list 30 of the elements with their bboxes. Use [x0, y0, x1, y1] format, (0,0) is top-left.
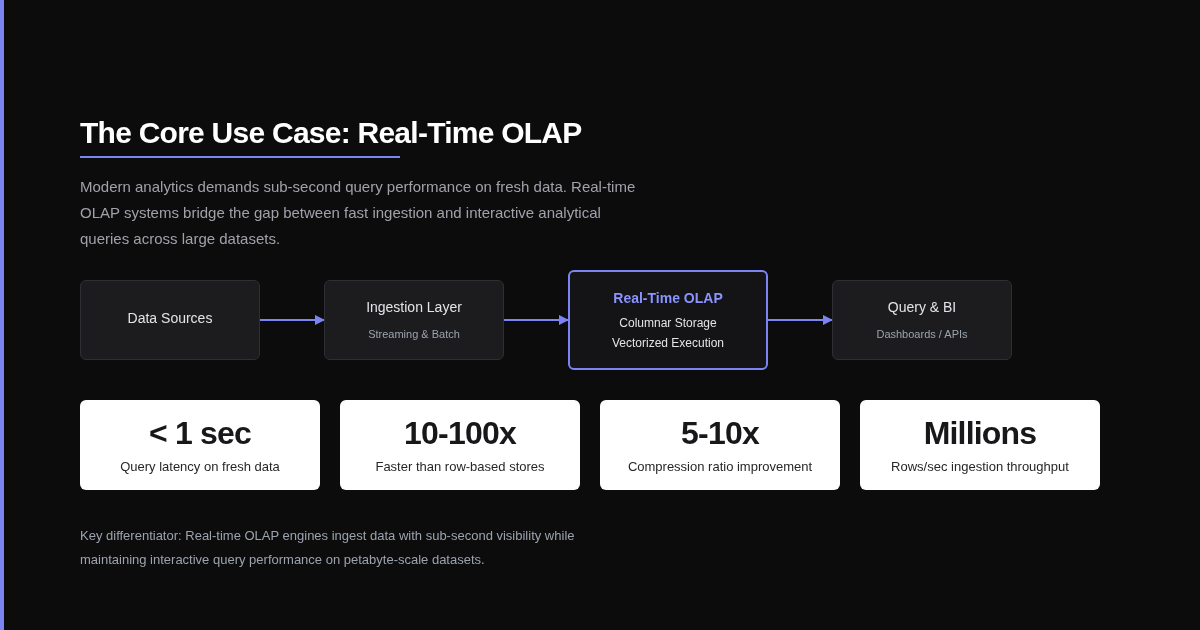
arrow — [767, 315, 833, 325]
stat-description: Faster than row-based stores — [375, 458, 545, 477]
process-box — [324, 280, 504, 360]
node-subtitle: Streaming & Batch — [368, 327, 460, 343]
stat-value: 10-100x — [404, 414, 516, 454]
footnote: Key differentiator: Real-time OLAP engines ingest data with sub-second visibility while maintaining interactive query performance on petabyte-scale datasets. — [80, 527, 576, 569]
node-title: Ingestion Layer — [366, 298, 462, 318]
stat-card — [340, 400, 580, 490]
node-title: Real-Time OLAP — [613, 288, 723, 308]
arrow — [259, 315, 325, 325]
stat-description: Compression ratio improvement — [627, 458, 813, 477]
stat-value: 5-10x — [681, 414, 759, 454]
stat-card — [860, 400, 1100, 490]
highlighted-process-box — [568, 270, 768, 370]
node-subtitle: Dashboards / APIs — [876, 327, 968, 343]
stat-card — [600, 400, 840, 490]
stat-card — [80, 400, 320, 490]
node-title: Query & BI — [887, 298, 957, 318]
process-box — [80, 280, 260, 360]
node-subtitle: Columnar Storage — [619, 314, 717, 332]
intro-paragraph: Modern analytics demands sub-second query performance on fresh data. Real-time OLAP systems bridge the gap between fast ingestion and interactive analytical queries across large datasets. — [80, 177, 637, 249]
stat-value: Millions — [923, 414, 1037, 454]
arrow — [503, 315, 569, 325]
stat-description: Query latency on fresh data — [120, 458, 280, 477]
node-title: Data Sources — [127, 308, 213, 328]
node-subtitle: Vectorized Execution — [611, 334, 725, 352]
stat-description: Rows/sec ingestion throughput — [891, 458, 1069, 477]
process-box — [832, 280, 1012, 360]
stat-value: < 1 sec — [148, 414, 252, 454]
title: The Core Use Case: Real-Time OLAP — [80, 115, 582, 151]
